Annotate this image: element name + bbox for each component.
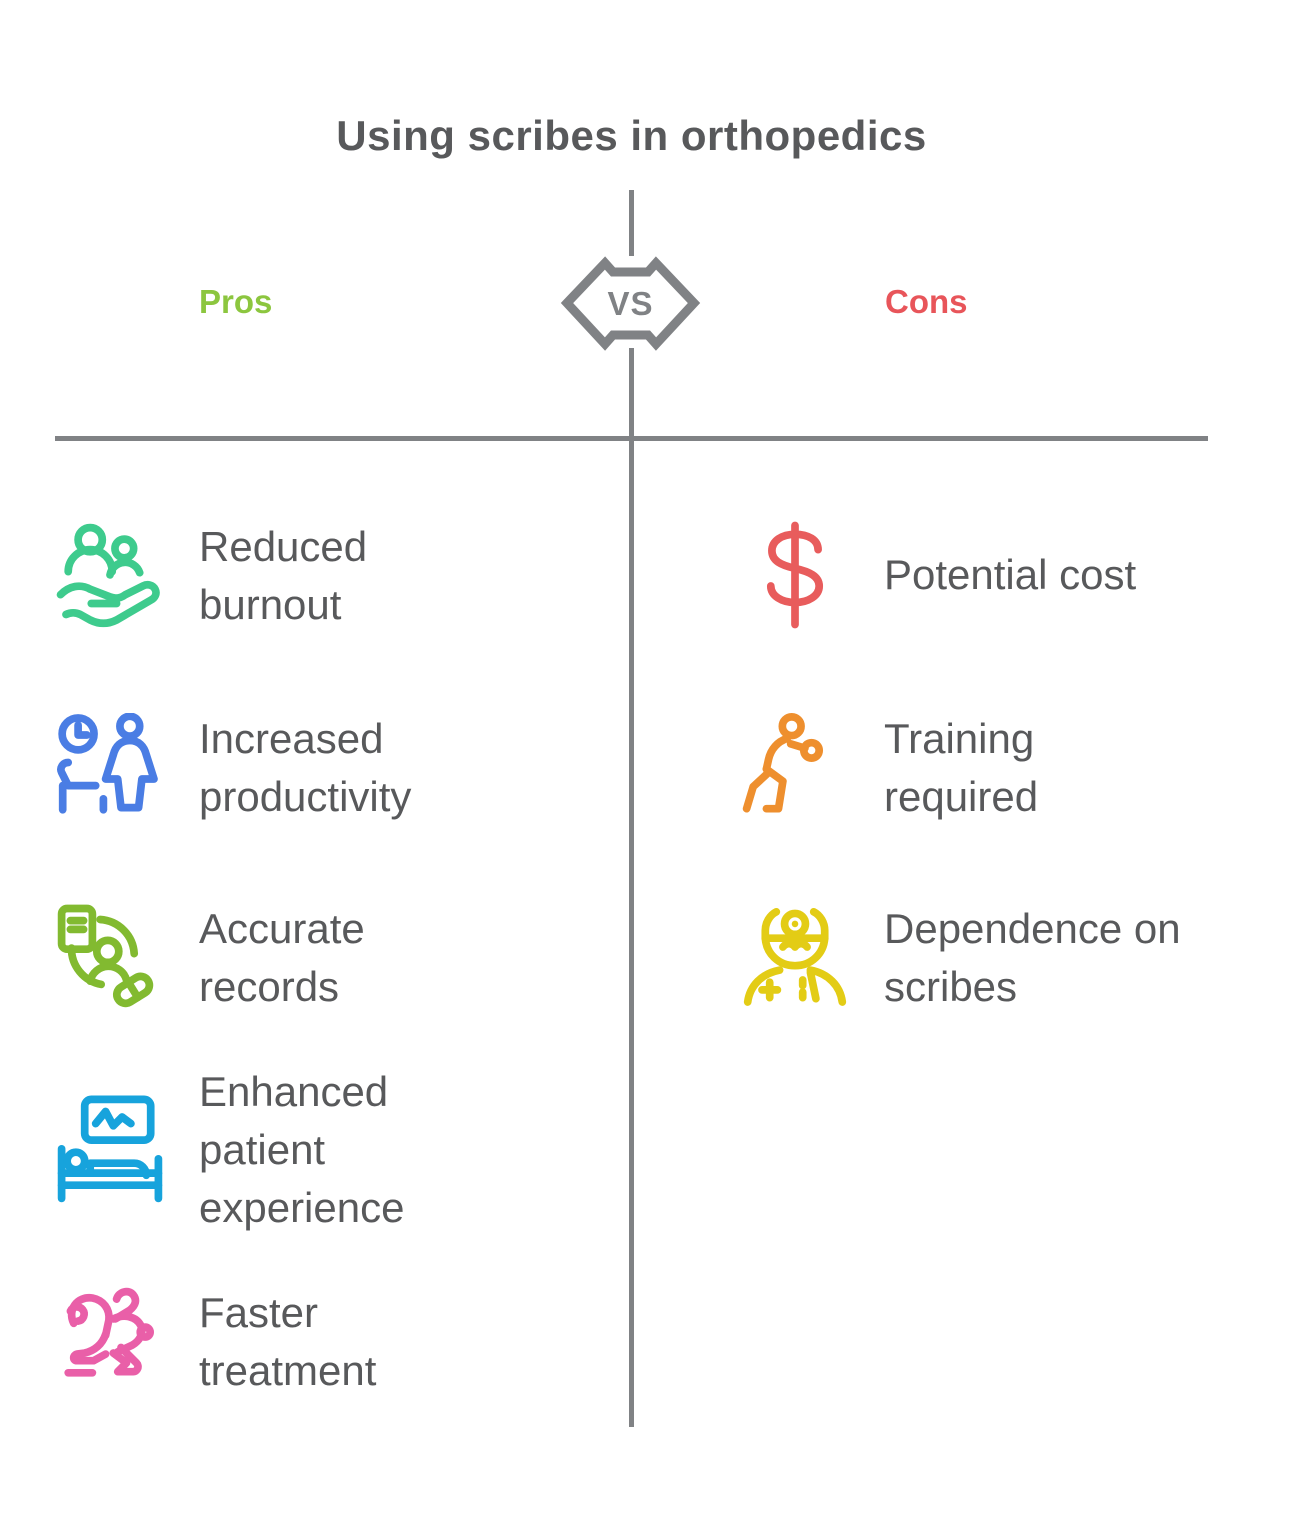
pro-item-accurate-records: Accurate records [55,898,535,1018]
center-divider-top [629,190,634,256]
horizontal-divider [55,436,1208,441]
pro-item-reduced-burnout: Reduced burnout [55,516,535,636]
pro-item-increased-productivity: Increased productivity [55,708,535,828]
pro-item-label: Increased productivity [199,715,412,820]
vs-badge: VS [560,246,701,361]
record-person-pill-icon [55,903,165,1013]
con-item-dependence-on-scribes: Dependence on scribes [740,890,1240,1026]
con-item-label: Dependence on scribes [884,905,1181,1010]
hospital-bed-monitor-icon [55,1095,165,1205]
con-item-potential-cost: Potential cost [740,515,1240,635]
running-rabbit-icon [55,1287,165,1397]
pros-column-label: Pros [199,283,273,320]
pro-item-label: Faster treatment [199,1289,377,1394]
training-person-icon [740,713,850,823]
doctor-icon [740,903,850,1013]
clock-and-clinician-icon [55,713,165,823]
pro-item-label: Enhanced patient experience [199,1068,405,1231]
page-title: Using scribes in orthopedics [336,112,927,159]
con-item-label: Potential cost [884,551,1137,598]
pro-item-faster-treatment: Faster treatment [55,1282,535,1402]
pro-item-label: Reduced burnout [199,523,368,628]
center-divider-bottom [629,348,634,1427]
con-item-label: Training required [884,715,1039,820]
con-item-training-required: Training required [740,708,1240,828]
pro-item-label: Accurate records [199,905,365,1010]
vs-arrows-icon [560,256,701,351]
vs-label: VS [607,284,654,322]
dollar-sign-icon [740,520,850,630]
people-held-in-hand-icon [55,521,165,631]
pro-item-enhanced-patient-experience: Enhanced patient experience [55,1064,535,1236]
cons-column-label: Cons [885,283,968,320]
